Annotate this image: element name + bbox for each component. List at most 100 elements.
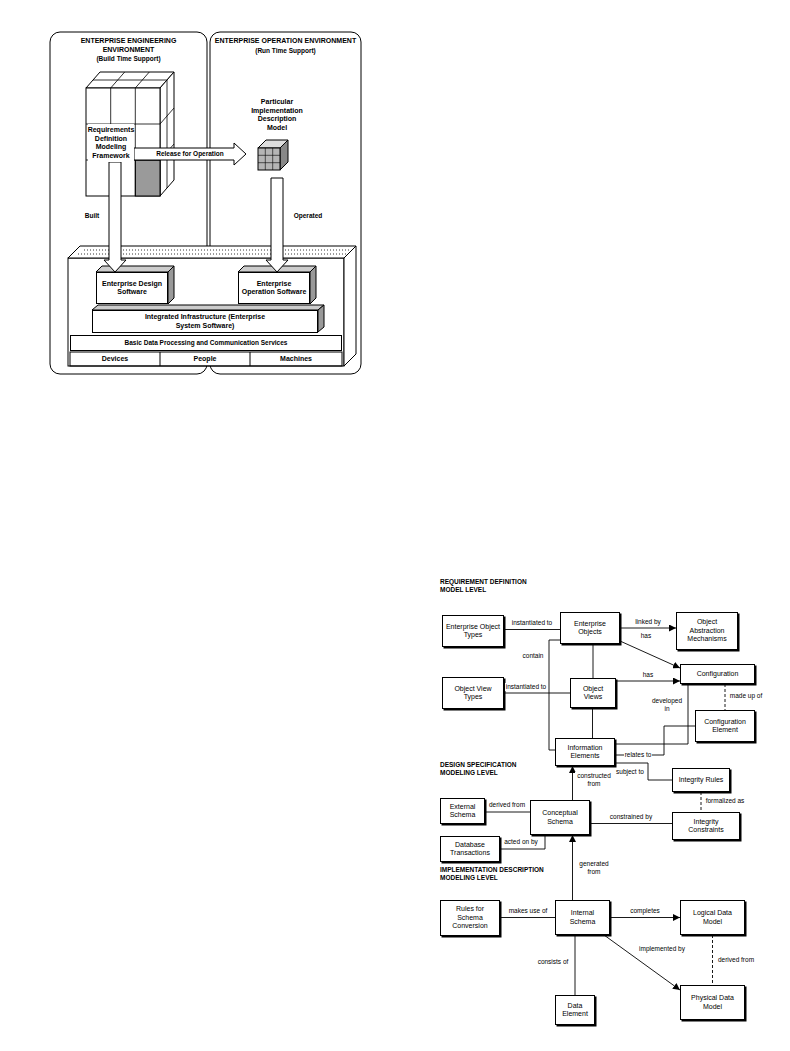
node-text: Internal Schema bbox=[558, 909, 607, 926]
node-text: Enterprise Objects bbox=[563, 620, 617, 637]
edge-label: Built bbox=[84, 212, 100, 220]
connector bbox=[620, 641, 680, 668]
edge-label: Operated bbox=[293, 212, 324, 220]
connector bbox=[616, 681, 680, 682]
node-text: ENTERPRISE ENGINEERING ENVIRONMENT bbox=[54, 37, 203, 54]
node-text: Object Views bbox=[573, 685, 613, 702]
edge-label: constructed from bbox=[575, 772, 613, 787]
edge-label: derived from bbox=[488, 801, 526, 809]
entity-box: Physical Data Model bbox=[680, 985, 745, 1020]
node-text: Object Abstraction Mechanisms bbox=[679, 618, 735, 644]
entity-box: Integrity Rules bbox=[672, 768, 730, 792]
box-side-face bbox=[168, 266, 174, 304]
node-text: Particular Implementation Description Mo… bbox=[248, 98, 306, 132]
connector bbox=[620, 628, 676, 629]
node-text: Database Transactions bbox=[443, 841, 497, 858]
edge-label: instantiated to bbox=[511, 619, 553, 627]
entity-box: Object View Types bbox=[442, 677, 504, 709]
entity-box: Logical Data Model bbox=[680, 900, 745, 935]
node-text: (Run Time Support) bbox=[255, 47, 316, 56]
edge-label: instantiated to bbox=[505, 683, 547, 691]
node-text: Logical Data Model bbox=[683, 909, 742, 926]
node-text: Configuration bbox=[697, 670, 739, 679]
edge-label: makes use of bbox=[508, 907, 549, 915]
node-text: Integrated Infrastructure (Enterprise Sy… bbox=[140, 313, 270, 330]
node-text: Object View Types bbox=[445, 685, 501, 702]
block-arrow bbox=[134, 143, 246, 165]
edge-label: derived from bbox=[717, 956, 755, 964]
edge-label: acted on by bbox=[503, 838, 539, 846]
connector bbox=[701, 792, 702, 812]
edge-label: generated from bbox=[575, 860, 613, 875]
edge-label: constrained by bbox=[609, 813, 653, 821]
node-text: Rules for Schema Conversion bbox=[443, 905, 497, 931]
box-side-face bbox=[310, 266, 316, 304]
software-box: Enterprise Operation Software bbox=[238, 272, 310, 304]
resource-label: Devices bbox=[70, 354, 160, 364]
entity-box: External Schema bbox=[440, 798, 485, 824]
connector bbox=[572, 766, 573, 800]
edge-label: linked by bbox=[634, 618, 662, 626]
edge-label: relates to bbox=[624, 751, 653, 759]
cube-front-face bbox=[86, 88, 160, 196]
resource-label: People bbox=[160, 354, 250, 364]
software-box: Enterprise Design Software bbox=[96, 272, 168, 304]
connector bbox=[604, 935, 680, 990]
connector bbox=[615, 684, 688, 744]
edge-label: consists of bbox=[537, 958, 570, 966]
connector bbox=[575, 935, 576, 995]
connector bbox=[504, 693, 570, 694]
node-text: Requirements Definition Modeling Framewo… bbox=[88, 126, 135, 160]
connector bbox=[500, 835, 545, 849]
edge-label: completes bbox=[629, 907, 661, 915]
block-arrow bbox=[104, 162, 126, 272]
connector bbox=[592, 708, 593, 738]
edge-label: Release for Operation bbox=[155, 150, 225, 158]
entity-box: Object Views bbox=[570, 678, 616, 708]
platform-side bbox=[344, 246, 356, 366]
entity-box: Internal Schema bbox=[555, 900, 610, 935]
entity-box: Integrity Constraints bbox=[672, 812, 740, 840]
slab-side-face bbox=[318, 305, 324, 332]
edge-label: made up of bbox=[729, 692, 764, 700]
edge-label: has bbox=[642, 671, 654, 679]
model-cube: Particular Implementation Description Mo… bbox=[246, 96, 308, 178]
entity-box: Rules for Schema Conversion bbox=[440, 900, 500, 936]
edge-label: formalized as bbox=[705, 797, 746, 805]
connector bbox=[615, 763, 672, 780]
resource-label: Machines bbox=[250, 354, 342, 364]
infrastructure-slab: Integrated Infrastructure (Enterprise Sy… bbox=[92, 310, 318, 333]
connector bbox=[485, 812, 530, 813]
level-label: REQUIREMENT DEFINITION MODEL LEVEL bbox=[440, 578, 550, 594]
services-band: Basic Data Processing and Communication … bbox=[70, 335, 342, 351]
node-text: Enterprise Operation Software bbox=[241, 280, 307, 297]
block-arrow bbox=[266, 178, 288, 272]
edge-label: subject to bbox=[615, 768, 645, 776]
entity-box: Enterprise Objects bbox=[560, 612, 620, 644]
node-text: Integrity Constraints bbox=[675, 818, 737, 835]
entity-box: Database Transactions bbox=[440, 836, 500, 862]
entity-box: Conceptual Schema bbox=[530, 800, 590, 835]
entity-box: Enterprise Object Types bbox=[442, 615, 504, 647]
node-text: Information Elements bbox=[558, 744, 612, 761]
entity-box: Configuration Element bbox=[695, 710, 755, 742]
framework-cube: Requirements Definition Modeling Framewo… bbox=[88, 124, 134, 162]
cube-grid bbox=[86, 72, 174, 196]
connector bbox=[549, 640, 560, 750]
node-text: Enterprise Design Software bbox=[99, 280, 165, 297]
level-label: IMPLEMENTATION DESCRIPTION MODELING LEVE… bbox=[440, 866, 560, 882]
node-text: Data Element bbox=[558, 1002, 592, 1019]
node-text: Enterprise Object Types bbox=[445, 623, 501, 640]
connector bbox=[593, 644, 594, 678]
connector bbox=[712, 935, 713, 985]
small-cube-side bbox=[280, 140, 288, 170]
entity-box: Configuration bbox=[680, 664, 755, 684]
connector bbox=[504, 629, 560, 630]
node-text: Configuration Element bbox=[698, 718, 752, 735]
cube-shaded-cell bbox=[135, 160, 160, 196]
row-divider bbox=[160, 352, 250, 366]
node-text: Physical Data Model bbox=[683, 994, 742, 1011]
node-text: Conceptual Schema bbox=[533, 809, 587, 826]
edge-label: developed in bbox=[649, 697, 685, 712]
edge-label: implemented by bbox=[638, 945, 686, 953]
